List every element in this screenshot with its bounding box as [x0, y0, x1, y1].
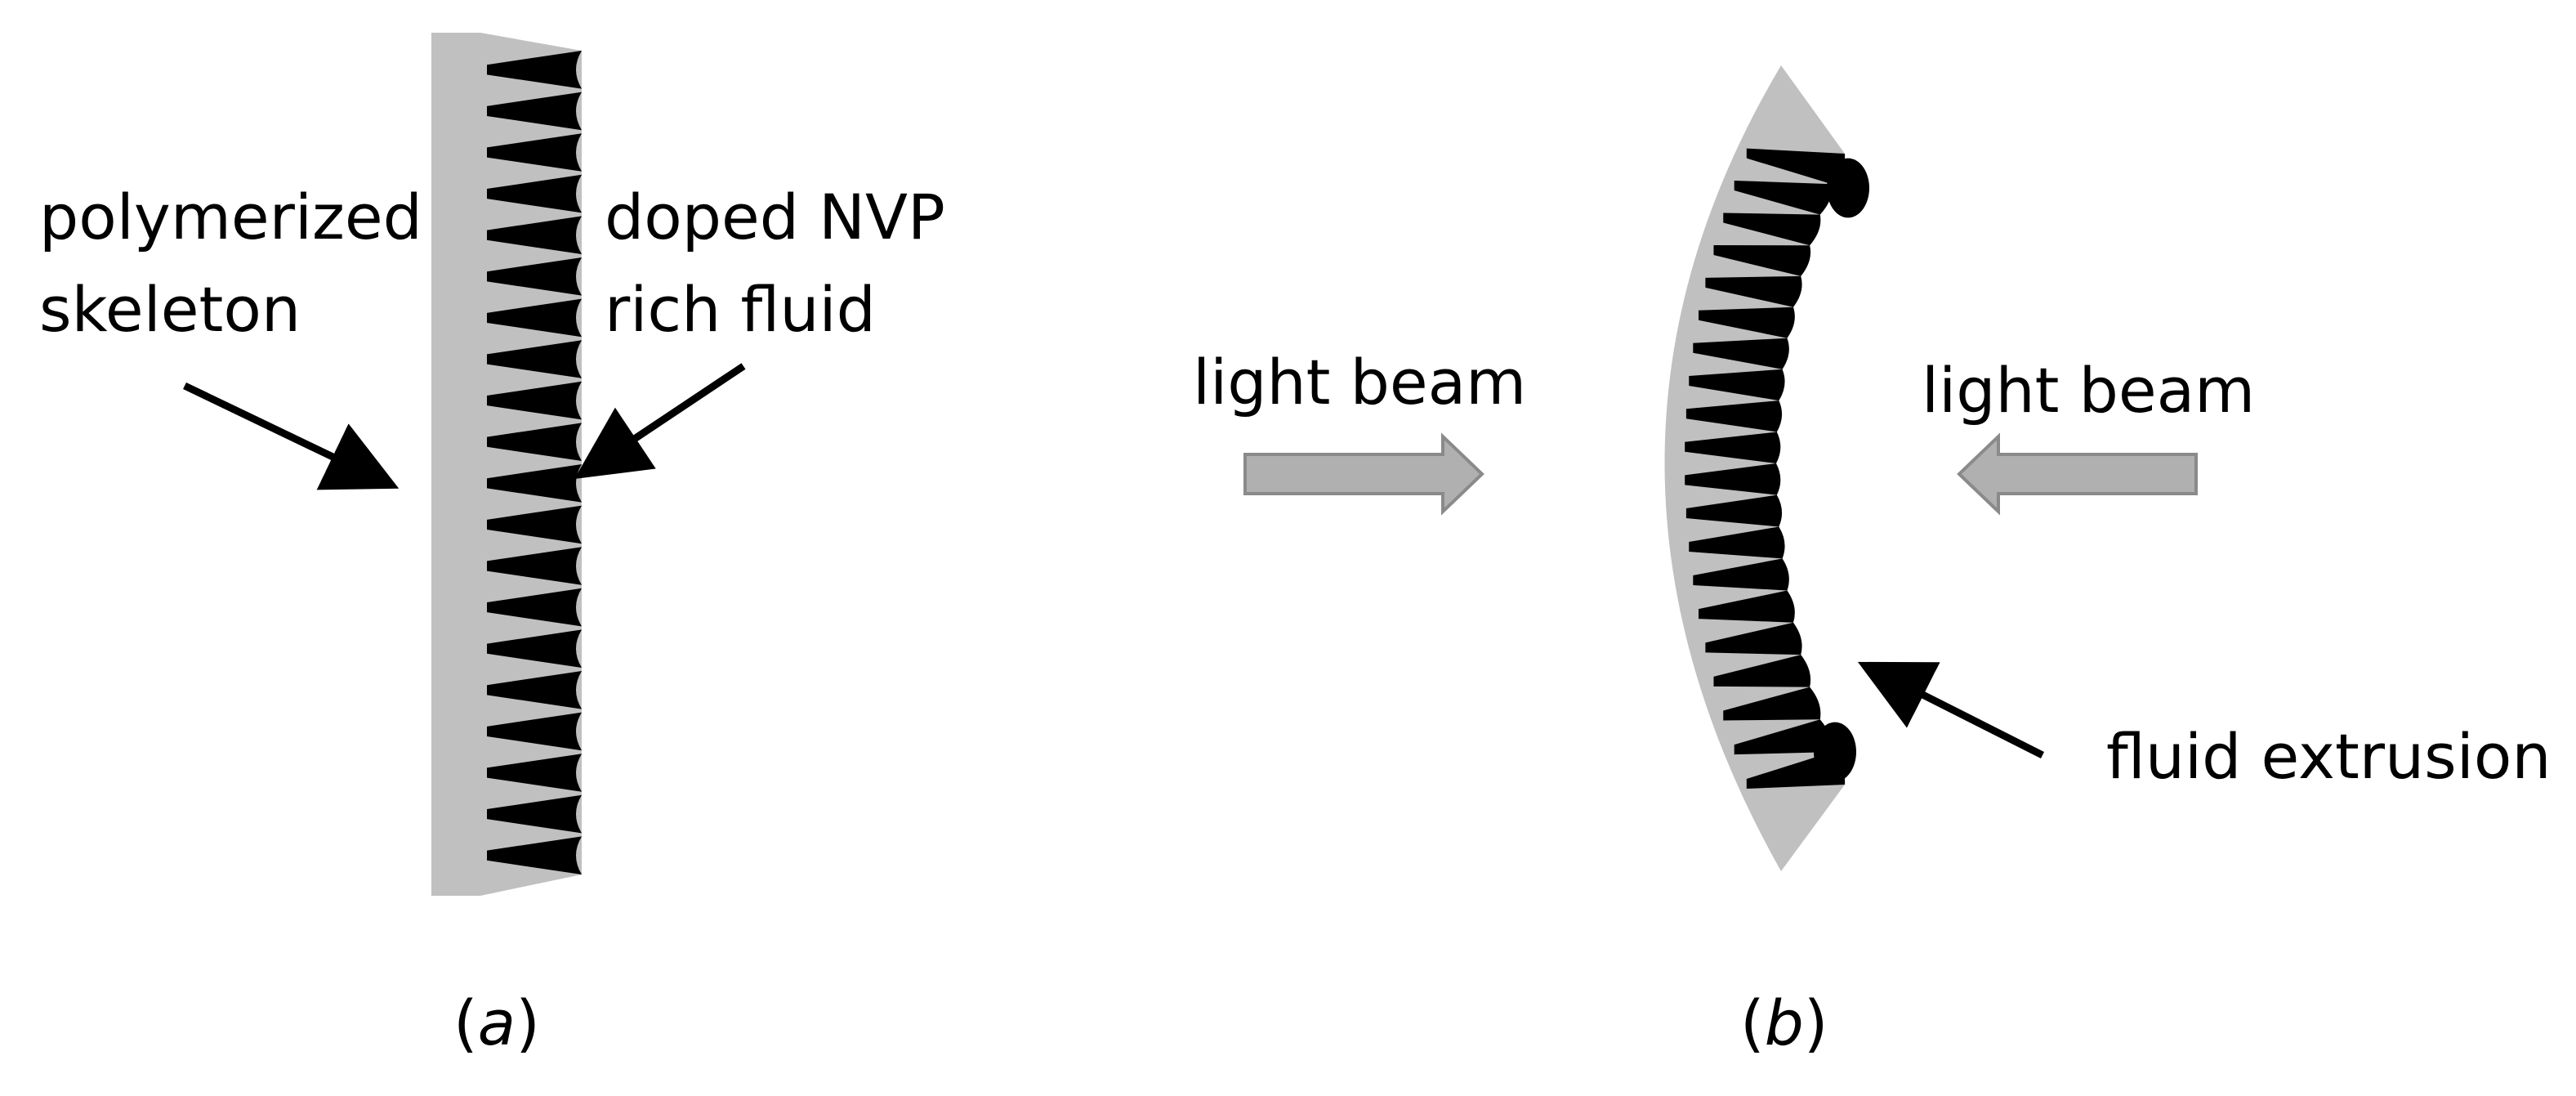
label-light-beam-right: light beam — [1922, 354, 2255, 427]
fluid-tooth — [487, 754, 582, 792]
fluid-tooth — [1685, 494, 1783, 527]
fluid-extrusion-bulge — [1814, 722, 1856, 782]
fluid-tooth — [487, 340, 582, 378]
fluid-tooth — [487, 794, 582, 834]
fluid-teeth-a — [487, 51, 582, 875]
fluid-tooth — [1685, 432, 1781, 463]
fluid-tooth — [1699, 306, 1795, 338]
fluid-tooth — [487, 216, 582, 254]
fluid-tooth — [487, 51, 582, 89]
arrow-skeleton-pointer — [183, 382, 400, 490]
fluid-tooth — [487, 629, 582, 668]
arrow-fluid-pointer — [574, 363, 746, 479]
beam-arrow-left — [1243, 432, 1484, 516]
label-light-beam-left: light beam — [1193, 346, 1526, 418]
fluid-tooth — [487, 464, 582, 503]
fluid-tooth — [1734, 180, 1833, 215]
fluid-extrusion-bulge — [1827, 158, 1869, 218]
caption-a: (a) — [453, 986, 540, 1059]
label-fluid-extrusion: fluid extrusion — [2106, 720, 2551, 793]
fluid-tooth — [1689, 526, 1785, 559]
fluid-tooth — [487, 257, 582, 296]
fluid-tooth — [1713, 655, 1811, 687]
fluid-tooth — [487, 836, 582, 875]
fluid-tooth — [1734, 719, 1833, 755]
fluid-tooth — [487, 547, 582, 585]
label-polymerized: polymerized skeleton — [39, 181, 442, 346]
fluid-tooth — [1705, 275, 1802, 307]
panel-b: light beam light beam fluid extrusion (b… — [1193, 65, 2551, 1059]
fluid-tooth — [487, 174, 582, 213]
fluid-tooth — [1693, 558, 1789, 591]
fluid-tooth — [1685, 463, 1781, 495]
fluid-tooth — [1705, 622, 1802, 655]
fluid-tooth — [487, 298, 582, 338]
fluid-tooth — [1699, 590, 1795, 623]
fluid-tooth — [1693, 338, 1789, 369]
fluid-tooth — [487, 92, 582, 131]
fluid-tooth — [487, 712, 582, 751]
fluid-tooth — [1723, 212, 1821, 246]
fluid-tooth — [487, 671, 582, 709]
fluid-tooth — [487, 505, 582, 544]
fluid-tooth — [487, 588, 582, 627]
fluid-tooth — [1685, 400, 1783, 432]
caption-b: (b) — [1740, 986, 1828, 1059]
fluid-tooth — [487, 133, 582, 172]
fluid-tooth — [1689, 369, 1785, 401]
label-doped-fluid: doped NVP rich fluid — [605, 181, 965, 346]
arrow-extrusion-pointer — [1857, 661, 2045, 759]
beam-arrow-right — [1957, 432, 2198, 516]
fluid-tooth — [487, 423, 582, 461]
fluid-tooth — [1713, 245, 1811, 276]
panel-a: polymerized skeleton doped NVP rich flui… — [39, 33, 965, 1059]
fluid-tooth — [1723, 687, 1821, 721]
fluid-teeth-b — [1685, 148, 1869, 790]
fluid-tooth — [487, 381, 582, 420]
fluid-tooth — [1746, 148, 1846, 185]
